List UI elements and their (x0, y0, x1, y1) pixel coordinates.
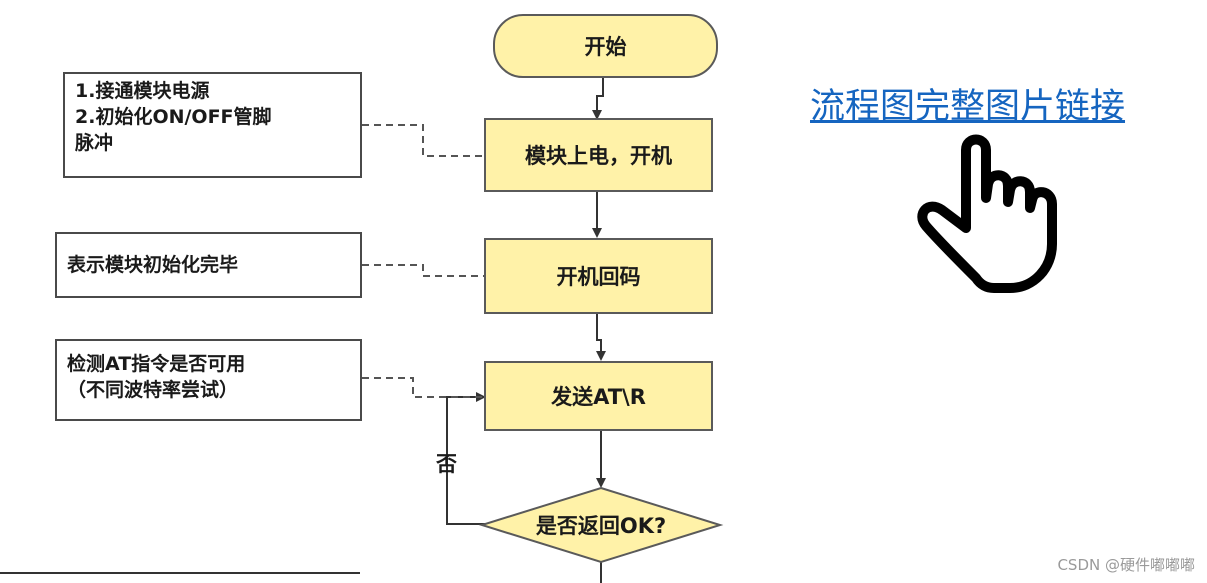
power-on-node: 模块上电，开机 (484, 118, 713, 192)
check-ok-label: 是否返回OK? (535, 514, 667, 538)
send-at-note-line-2: （不同波特率尝试） (67, 379, 239, 401)
start-node: 开始 (493, 14, 718, 78)
send-at-label: 发送AT\R (551, 385, 646, 409)
boot-echo-note: 表示模块初始化完毕 (55, 232, 362, 298)
send-at-node: 发送AT\R (484, 361, 713, 431)
decision-diamond (478, 486, 724, 564)
boot-echo-node: 开机回码 (484, 238, 713, 314)
watermark: CSDN @硬件嘟嘟嘟 (1057, 556, 1195, 574)
no-edge-label: 否 (436, 452, 457, 476)
start-label: 开始 (584, 35, 627, 59)
send-at-note: 检测AT指令是否可用 （不同波特率尝试） (55, 339, 362, 421)
send-at-note-line-1: 检测AT指令是否可用 (67, 353, 246, 375)
note-connector-power (362, 124, 484, 157)
note-connector-echo (362, 264, 484, 277)
power-on-note: 1.接通模块电源 2.初始化ON/OFF管脚 脉冲 (63, 72, 362, 178)
hand-pointer-icon (917, 134, 1057, 293)
power-on-note-line-3: 脉冲 (75, 132, 114, 154)
edge-start-to-power (592, 78, 604, 120)
boot-echo-note-text: 表示模块初始化完毕 (67, 254, 239, 276)
power-on-label: 模块上电，开机 (525, 144, 672, 168)
flowchart-image-link[interactable]: 流程图完整图片链接 (810, 87, 1126, 127)
power-on-note-line-2: 2.初始化ON/OFF管脚 (75, 106, 272, 128)
boot-echo-label: 开机回码 (556, 265, 641, 289)
edge-echo-to-send (596, 314, 606, 361)
power-on-note-line-1: 1.接通模块电源 (75, 80, 210, 102)
note-connector-send (362, 377, 484, 398)
